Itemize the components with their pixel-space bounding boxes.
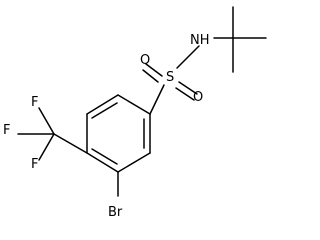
benzene-ring (86, 94, 151, 173)
ring-to-cf3-bond (53, 133, 88, 154)
sulfur-to-nitrogen-bond (176, 45, 200, 69)
tert-butyl-group (213, 6, 267, 73)
bromine-label: Br (108, 205, 123, 220)
ring-double-inner-1 (91, 102, 118, 119)
cf3-to-f-bottom-bond (38, 133, 55, 161)
ring-bond-5 (117, 152, 151, 173)
fluorine-left-label: F (3, 123, 10, 138)
sulfur-oxygen-left-bond-a (145, 63, 163, 77)
molecule-canvas: NH S O O Br F F F (3, 6, 267, 220)
sulfonamide-group (142, 45, 200, 115)
ring-bond-4 (86, 152, 119, 173)
oxygen-left-label: O (140, 53, 150, 68)
ring-bond-2 (86, 94, 119, 115)
ring-bond-1 (117, 94, 151, 115)
nh-label: NH (190, 33, 210, 48)
chemical-structure: NH S O O Br F F F (3, 6, 267, 220)
atom-labels: NH S O O Br F F F (3, 33, 210, 220)
trifluoromethyl-group (17, 107, 88, 161)
sulfur-oxygen-right-bond-b (175, 87, 195, 101)
ring-to-sulfur-bond (149, 84, 165, 115)
sulfur-oxygen-right-bond-a (178, 81, 198, 95)
ring-double-inner-2 (91, 148, 118, 165)
oxygen-right-label: O (193, 90, 203, 105)
fluorine-bottom-label: F (31, 157, 38, 172)
fluorine-top-label: F (31, 95, 38, 110)
sulfur-oxygen-left-bond-b (142, 69, 159, 83)
cf3-to-f-top-bond (38, 107, 55, 135)
sulfur-label: S (166, 70, 174, 85)
